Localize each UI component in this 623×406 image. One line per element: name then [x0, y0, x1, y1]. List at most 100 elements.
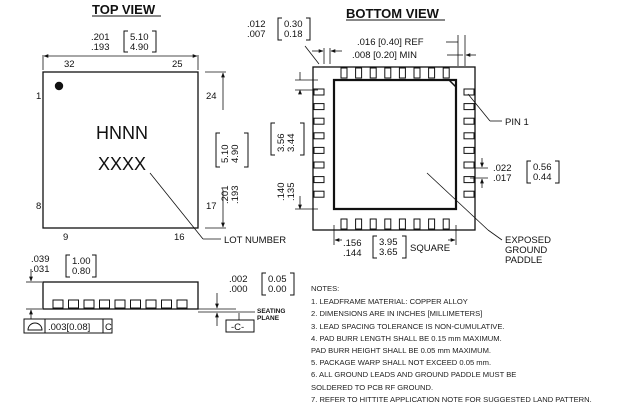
lead-pad-right	[463, 161, 475, 169]
pin1-dot	[54, 81, 64, 91]
top-package-body	[42, 71, 199, 229]
pin-32-label: 32	[64, 59, 75, 70]
side-lead	[52, 299, 64, 309]
pin-8-label: 8	[36, 201, 41, 212]
lead-pad-bottom	[413, 218, 421, 230]
marking-line-1: HNNN	[96, 123, 148, 143]
pin-17-label: 17	[206, 201, 217, 212]
exposed-paddle	[332, 78, 458, 211]
standoff-inch: .002.000	[229, 274, 248, 295]
lead-pad-right	[463, 103, 475, 111]
lead-pad-right	[463, 88, 475, 96]
lead-pad-bottom	[428, 218, 436, 230]
lead-pad-left	[313, 103, 325, 111]
lead-pad-right	[463, 146, 475, 154]
lead-pad-left	[313, 117, 325, 125]
paddle-mm: 3.563.44	[276, 134, 297, 153]
marking-line-2: XXXX	[98, 154, 146, 174]
lead-pad-right	[463, 176, 475, 184]
lead-pad-right	[463, 132, 475, 140]
pin-25-label: 25	[172, 59, 183, 70]
lead-pad-top	[413, 67, 421, 79]
side-height-inch: .039.031	[31, 254, 50, 275]
note-line: 1. LEADFRAME MATERIAL: COPPER ALLOY	[311, 297, 468, 307]
notes-title: NOTES:	[311, 284, 340, 293]
lead-pad-top	[428, 67, 436, 79]
lead-pitch: .016 [0.40] REF	[357, 37, 424, 48]
side-lead	[130, 299, 141, 309]
note-line: 2. DIMENSIONS ARE IN INCHES [MILLIMETERS…	[311, 309, 483, 319]
top-height-mm: 5.104.90	[220, 145, 241, 164]
pin1-label: PIN 1	[505, 117, 529, 128]
square-inch: .156.144	[343, 238, 362, 259]
datum-c: -C-	[231, 322, 244, 333]
top-width-inch: .201.193	[91, 32, 110, 53]
side-lead	[176, 299, 188, 309]
lead-pad-right	[463, 190, 475, 198]
lead-pad-left	[313, 176, 325, 184]
tolerance-value: .003[0.08]	[48, 322, 90, 333]
side-lead	[83, 299, 95, 309]
square-label: SQUARE	[410, 243, 450, 254]
bottom-view-title: BOTTOM VIEW	[346, 6, 440, 21]
lead-min-spacing: .008 [0.20] MIN	[352, 50, 417, 61]
side-lead	[99, 299, 110, 309]
lead-pad-bottom	[442, 218, 450, 230]
lead-pad-bottom	[384, 218, 392, 230]
lead-width-inch: .012.007	[247, 19, 266, 40]
lead-pad-left	[313, 146, 325, 154]
note-line: 5. PACKAGE WARP SHALL NOT EXCEED 0.05 mm…	[311, 358, 492, 368]
note-line: 4. PAD BURR LENGTH SHALL BE 0.15 mm MAXI…	[311, 333, 502, 343]
pin-24-label: 24	[206, 91, 217, 102]
lead-pad-bottom	[398, 218, 406, 230]
lead-pad-top	[398, 67, 406, 79]
pin-9-label: 9	[63, 232, 68, 243]
bottom-package-body	[312, 66, 476, 231]
lead-pad-bottom	[340, 218, 348, 230]
lead-pad-left	[313, 132, 325, 140]
lead-pad-top	[442, 67, 450, 79]
lead-length-inch: .022.017	[493, 163, 512, 184]
paddle-inch: .140.135	[276, 183, 297, 202]
pin-1-label: 1	[36, 91, 41, 102]
lot-number-label: LOT NUMBER	[224, 235, 286, 246]
top-height-inch: .201.193	[220, 186, 241, 205]
lead-pad-bottom	[369, 218, 377, 230]
top-view-title: TOP VIEW	[92, 2, 156, 17]
note-line: 7. REFER TO HITTITE APPLICATION NOTE FOR…	[311, 394, 592, 404]
side-lead	[161, 299, 172, 309]
lead-pad-top	[340, 67, 348, 79]
notes-block: NOTES: 1. LEADFRAME MATERIAL: COPPER ALL…	[311, 283, 621, 406]
side-lead	[145, 299, 157, 309]
lead-pad-top	[384, 67, 392, 79]
side-leads	[52, 299, 188, 309]
lead-pad-bottom	[355, 218, 363, 230]
notes-list: 1. LEADFRAME MATERIAL: COPPER ALLOY 2. DI…	[311, 296, 621, 406]
lead-pad-top	[355, 67, 363, 79]
note-line: PAD BURR HEIGHT SHALL BE 0.05 mm MAXIMUM…	[311, 346, 492, 356]
lead-pad-left	[313, 190, 325, 198]
side-lead	[114, 299, 126, 309]
tolerance-datum: C	[105, 322, 112, 333]
note-line: 3. LEAD SPACING TOLERANCE IS NON-CUMULAT…	[311, 321, 505, 331]
side-lead	[68, 299, 79, 309]
pin-16-label: 16	[174, 232, 185, 243]
lead-pad-left	[313, 161, 325, 169]
lead-pad-left	[313, 88, 325, 96]
note-line: SOLDERED TO PCB RF GROUND.	[311, 382, 434, 392]
note-line: 6. ALL GROUND LEADS AND GROUND PADDLE MU…	[311, 370, 517, 380]
lead-pad-right	[463, 117, 475, 125]
lead-pad-top	[369, 67, 377, 79]
